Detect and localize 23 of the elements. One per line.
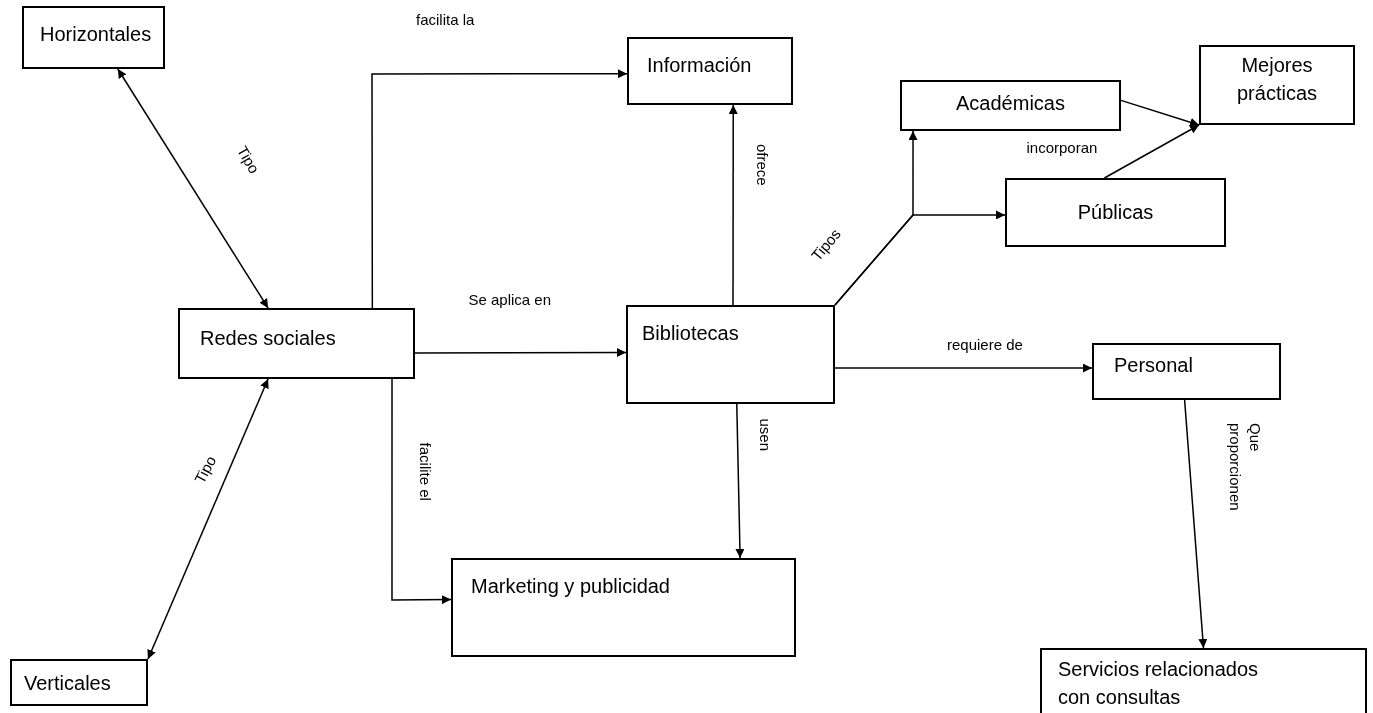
arrow xyxy=(371,69,628,309)
concept-box: Servicios relacionados con consultas xyxy=(1040,648,1367,713)
concept-box: Académicas xyxy=(900,80,1121,131)
concept-box: Marketing y publicidad xyxy=(451,558,796,657)
arrow xyxy=(1183,399,1208,649)
arrow xyxy=(735,403,745,559)
arrow xyxy=(1103,124,1200,179)
concept-box: Personal xyxy=(1092,343,1281,400)
concept-box: Mejores prácticas xyxy=(1199,45,1355,125)
arrow xyxy=(391,378,452,605)
arrow xyxy=(1120,99,1200,127)
arrow xyxy=(117,68,269,309)
arrow xyxy=(147,378,269,660)
concept-box: Bibliotecas xyxy=(626,305,835,404)
arrow xyxy=(728,104,738,306)
concept-box: Públicas xyxy=(1005,178,1226,247)
concept-box: Información xyxy=(627,37,793,105)
concept-box: Redes sociales xyxy=(178,308,415,379)
arrow xyxy=(834,210,1006,306)
arrow xyxy=(834,363,1093,373)
concept-box: Horizontales xyxy=(22,6,165,69)
concept-box: Verticales xyxy=(10,659,148,706)
arrow xyxy=(414,348,627,358)
